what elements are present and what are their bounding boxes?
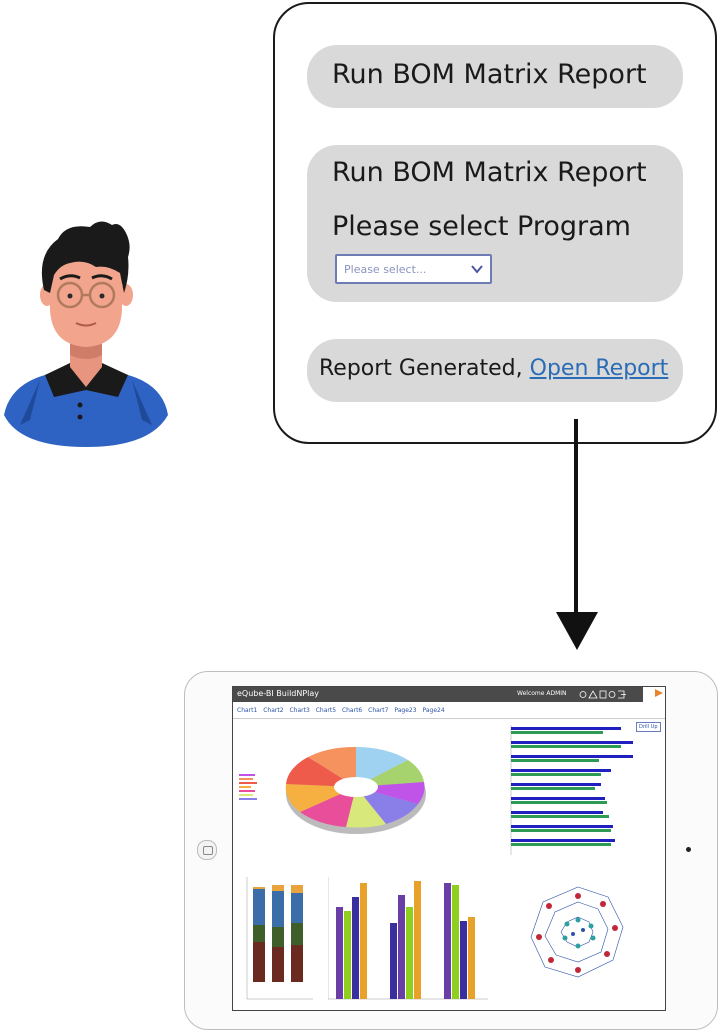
horizontal-bar-chart bbox=[503, 725, 633, 860]
chat-message-title: Run BOM Matrix Report bbox=[332, 157, 683, 211]
chat-message-report-generated: Report Generated, Open Report bbox=[307, 339, 683, 402]
chat-message-prompt: Please select Program bbox=[332, 211, 683, 242]
tab-chart2[interactable]: Chart2 bbox=[263, 704, 283, 714]
welcome-text: Welcome ADMIN bbox=[517, 690, 567, 697]
home-button-icon bbox=[197, 840, 217, 860]
camera-icon bbox=[686, 847, 691, 852]
chevron-down-icon bbox=[471, 264, 483, 274]
app-title: eQube-BI BuildNPlay bbox=[237, 689, 319, 698]
tab-chart7[interactable]: Chart7 bbox=[368, 704, 388, 714]
chat-message-run-report: Run BOM Matrix Report bbox=[307, 45, 683, 108]
report-generated-text: Report Generated, bbox=[319, 356, 530, 381]
logo-icon bbox=[643, 687, 665, 702]
tab-chart5[interactable]: Chart5 bbox=[316, 704, 336, 714]
stacked-bar-chart bbox=[243, 877, 313, 1002]
drill-up-button[interactable]: Drill Up bbox=[636, 722, 661, 732]
pie-legend bbox=[239, 772, 263, 802]
dashboard-tabs: Chart1 Chart2 Chart3 Chart5 Chart6 Chart… bbox=[233, 704, 665, 719]
tab-page23[interactable]: Page23 bbox=[394, 704, 416, 714]
tab-page24[interactable]: Page24 bbox=[423, 704, 445, 714]
donut-chart bbox=[278, 732, 448, 842]
radar-chart bbox=[523, 882, 633, 997]
tab-chart6[interactable]: Chart6 bbox=[342, 704, 362, 714]
open-report-link[interactable]: Open Report bbox=[530, 356, 669, 381]
select-placeholder: Please select... bbox=[344, 263, 426, 276]
report-dashboard-screen: eQube-BI BuildNPlay Welcome ADMIN Chart1… bbox=[232, 686, 666, 1011]
toolbar-icons bbox=[579, 690, 627, 699]
dashboard-header: eQube-BI BuildNPlay Welcome ADMIN bbox=[233, 687, 665, 702]
arrow-down-icon bbox=[556, 612, 598, 650]
flow-arrow-line bbox=[574, 419, 578, 617]
tab-chart1[interactable]: Chart1 bbox=[237, 704, 257, 714]
user-avatar bbox=[0, 215, 172, 447]
tab-chart3[interactable]: Chart3 bbox=[289, 704, 309, 714]
grouped-bar-chart bbox=[328, 877, 488, 1002]
chat-message-text: Run BOM Matrix Report bbox=[332, 59, 647, 90]
program-select[interactable]: Please select... bbox=[335, 254, 492, 284]
